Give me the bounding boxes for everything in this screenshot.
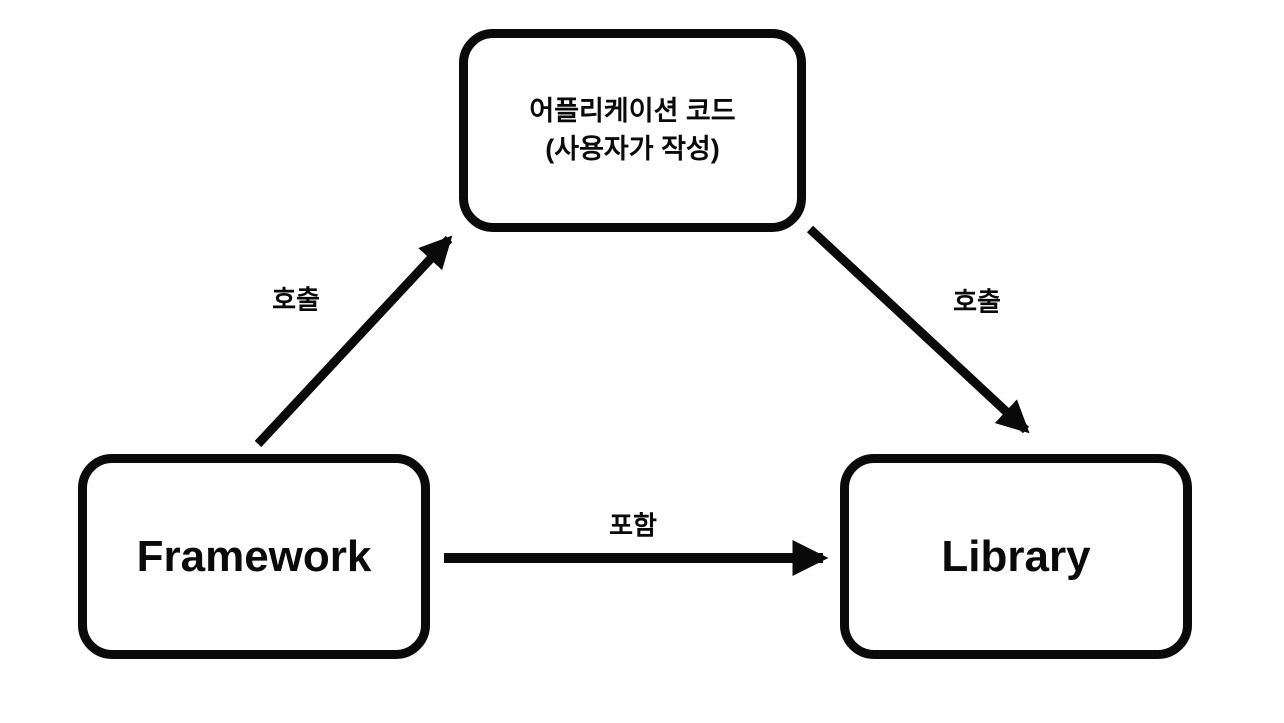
library-label: Library — [941, 531, 1091, 581]
framework-label: Framework — [136, 531, 372, 581]
node-framework: Framework — [78, 454, 430, 659]
edge-label-call-framework-to-app: 호출 — [272, 284, 320, 315]
edge-label-call-app-to-library: 호출 — [953, 286, 1001, 317]
arrow-framework-to-app — [254, 235, 453, 448]
edge-label-include-framework-to-library: 포함 — [609, 510, 657, 541]
node-library: Library — [840, 454, 1192, 659]
application-code-label-line1: 어플리케이션 코드 — [529, 95, 736, 126]
arrow-app-to-library — [806, 225, 1030, 434]
node-application-code: 어플리케이션 코드 (사용자가 작성) — [459, 29, 806, 232]
application-code-label-line2: (사용자가 작성) — [545, 133, 720, 164]
